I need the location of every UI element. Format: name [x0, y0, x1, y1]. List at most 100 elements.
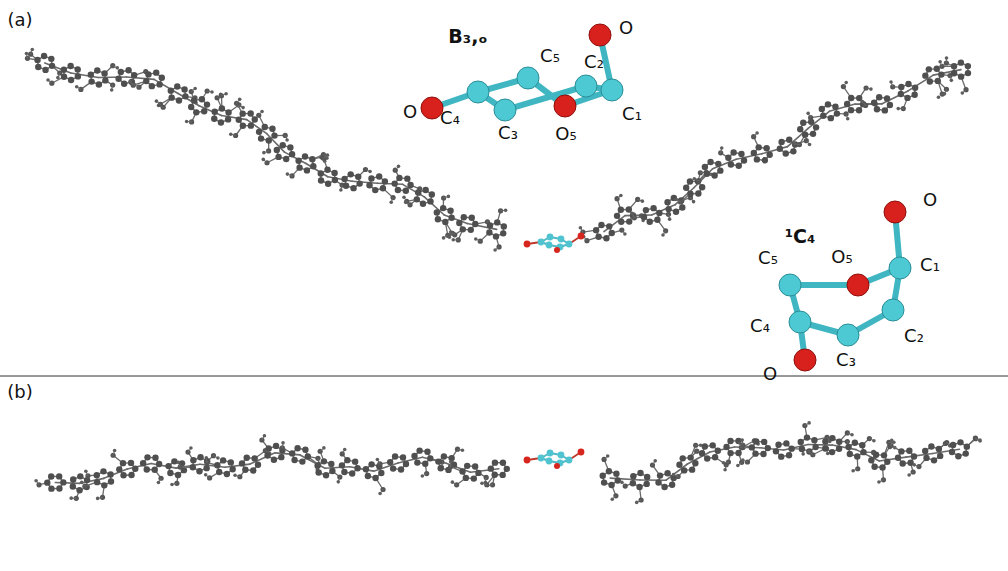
atom	[365, 473, 371, 479]
atom	[68, 77, 74, 83]
atom	[77, 473, 83, 479]
atom-label: O	[763, 365, 777, 383]
atom	[131, 72, 137, 78]
atom	[437, 465, 443, 471]
atom	[459, 468, 465, 474]
atom	[155, 99, 159, 103]
atom	[926, 66, 932, 72]
atom	[608, 482, 614, 488]
atom	[414, 196, 420, 202]
atom	[895, 455, 901, 461]
atom-label: C₁	[622, 105, 642, 123]
atom	[786, 452, 792, 458]
atom	[749, 444, 755, 450]
atom	[606, 468, 612, 474]
atom	[41, 53, 47, 59]
atom	[965, 70, 971, 76]
atom	[763, 145, 769, 151]
atom	[786, 137, 792, 143]
atom	[88, 71, 94, 77]
atom	[949, 449, 955, 455]
atom	[595, 234, 601, 240]
carbon-atom	[789, 311, 811, 333]
atom-label: C₅	[540, 47, 560, 65]
atom	[280, 142, 286, 148]
atom	[287, 144, 293, 150]
atom	[382, 178, 388, 184]
atom	[75, 73, 81, 79]
atom	[912, 463, 916, 467]
atom	[80, 481, 84, 485]
atom	[70, 483, 76, 489]
atom	[754, 156, 760, 162]
atom	[606, 223, 612, 229]
atom	[224, 92, 228, 96]
atom	[396, 175, 402, 181]
atom	[376, 458, 380, 462]
atom-label: O	[619, 19, 633, 37]
atom	[165, 463, 171, 469]
atom	[48, 485, 54, 491]
atom	[752, 450, 758, 456]
atom	[368, 461, 374, 467]
atom	[856, 107, 862, 113]
atom	[687, 178, 693, 184]
atom	[711, 172, 717, 178]
atom	[486, 229, 492, 235]
atom	[156, 81, 162, 87]
atom	[441, 453, 447, 459]
atom	[167, 470, 173, 476]
atom	[723, 444, 729, 450]
atom	[421, 474, 425, 478]
atom	[653, 459, 657, 463]
atom	[429, 191, 435, 197]
atom	[934, 66, 940, 72]
atom	[339, 188, 343, 192]
atom	[271, 132, 277, 138]
atom	[199, 96, 205, 102]
atom	[820, 113, 826, 119]
atom	[566, 241, 573, 248]
atom	[923, 455, 929, 461]
atom	[524, 457, 531, 464]
atom	[94, 479, 100, 485]
atom	[847, 451, 853, 457]
atom	[101, 70, 107, 76]
atom	[978, 439, 982, 443]
atom	[372, 187, 378, 193]
atom	[101, 482, 107, 488]
atom	[848, 95, 854, 101]
atom	[376, 173, 382, 179]
atom	[210, 90, 214, 94]
atom	[239, 460, 245, 466]
oxygen-atom	[794, 349, 816, 371]
atom	[963, 450, 969, 456]
atom	[647, 219, 653, 225]
atom	[201, 108, 207, 114]
atom	[296, 164, 302, 170]
atom	[349, 470, 355, 476]
atom	[695, 190, 701, 196]
atom	[813, 124, 819, 130]
atom	[415, 189, 421, 195]
atom	[957, 439, 963, 445]
atom	[211, 115, 217, 121]
atom	[798, 439, 804, 445]
polymer-chains	[25, 48, 982, 505]
atom	[132, 466, 138, 472]
atom	[693, 177, 697, 181]
atom	[905, 81, 911, 87]
atom	[762, 157, 768, 163]
atom	[152, 467, 158, 473]
atom	[118, 69, 124, 75]
atom	[402, 195, 406, 199]
atom	[740, 438, 744, 442]
atom-label: C₁	[920, 256, 940, 274]
atom	[294, 445, 300, 451]
atom	[325, 181, 331, 187]
atom	[722, 461, 726, 465]
atom	[898, 84, 904, 90]
atom	[96, 497, 100, 501]
atom	[500, 230, 506, 236]
bond	[352, 181, 377, 183]
